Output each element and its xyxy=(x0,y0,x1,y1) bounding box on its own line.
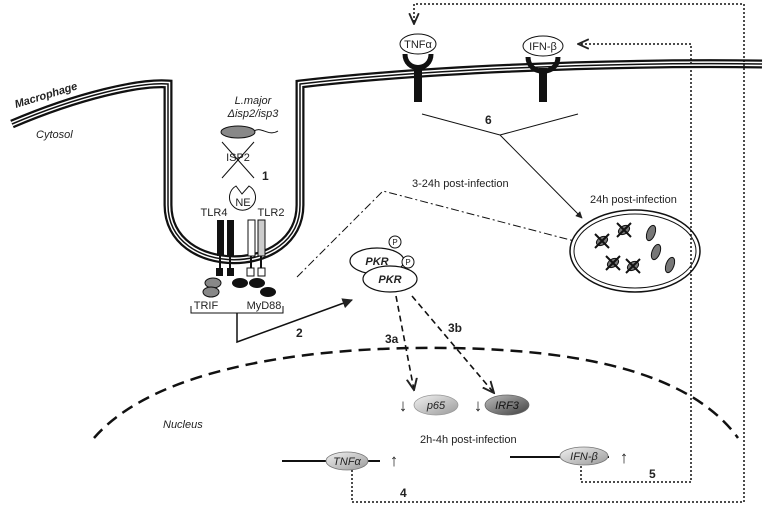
p65-label: p65 xyxy=(426,400,446,412)
pkr-complex: PKR P PKR P xyxy=(349,235,418,293)
step-1-label: 1 xyxy=(262,169,269,183)
ifnb-receptor-label: IFN-β xyxy=(529,41,557,53)
pkr-top-phospho: P xyxy=(392,238,397,247)
arrow-2 xyxy=(236,298,353,344)
dead-parasites xyxy=(594,222,641,274)
step-3a-label: 3a xyxy=(385,332,399,346)
tlr2-label: TLR2 xyxy=(258,207,285,219)
step-4-label: 4 xyxy=(400,486,407,500)
post-24h-label: 24h post-infection xyxy=(590,194,677,206)
tnfa-gene-label: TNFα xyxy=(333,456,361,468)
parasite-strain: Δisp2/isp3 xyxy=(227,108,280,120)
ifnb-feedback-line xyxy=(578,44,692,483)
trif-adaptors xyxy=(202,277,222,298)
p65-down-arrow: ↓ xyxy=(399,396,408,415)
dashdot-line xyxy=(296,190,583,278)
arrow-3b xyxy=(411,295,494,393)
irf3-protein: IRF3 xyxy=(484,394,530,416)
step-5-label: 5 xyxy=(649,467,656,481)
ifnb-gene: IFN-β xyxy=(510,446,609,466)
tlr4-receptor xyxy=(216,220,234,276)
tlr2-receptor xyxy=(246,219,266,277)
irf3-label: IRF3 xyxy=(495,400,520,412)
p65-protein: p65 xyxy=(413,394,459,416)
tnfa-feedback-line xyxy=(351,3,745,503)
tnfa-receptor: TNFα xyxy=(399,33,437,102)
tnfa-receptor-label: TNFα xyxy=(404,39,432,51)
pkr-bottom-label: PKR xyxy=(378,274,401,286)
isp2-label: ISP2 xyxy=(226,152,250,164)
step-6-lines xyxy=(421,113,583,219)
post-3-24h-label: 3-24h post-infection xyxy=(412,178,509,190)
ifnb-up-arrow: ↑ xyxy=(620,448,629,467)
live-parasites xyxy=(645,224,676,274)
tlr4-label: TLR4 xyxy=(201,207,228,219)
isp2-crossed: ISP2 xyxy=(221,141,255,179)
trif-label: TRIF xyxy=(194,300,219,312)
pkr-top-label: PKR xyxy=(365,256,388,268)
myd88-label: MyD88 xyxy=(247,300,282,312)
step-2-label: 2 xyxy=(296,326,303,340)
ne-label: NE xyxy=(235,197,250,209)
step-6-label: 6 xyxy=(485,113,492,127)
neutrophil-elastase: NE xyxy=(229,185,256,211)
myd88-adaptors xyxy=(232,278,276,297)
pkr-bottom-phospho: P xyxy=(405,258,410,267)
ifnb-gene-label: IFN-β xyxy=(570,451,598,463)
step-3b-label: 3b xyxy=(448,321,462,335)
tnfa-up-arrow: ↑ xyxy=(390,451,399,470)
parasite-name: L.major xyxy=(235,95,273,107)
ifnb-receptor: IFN-β xyxy=(522,35,564,102)
cytosol-label: Cytosol xyxy=(36,129,73,141)
parasite: L.major Δisp2/isp3 xyxy=(220,95,280,139)
nucleus-label: Nucleus xyxy=(163,419,203,431)
macrophage-membrane xyxy=(10,59,763,265)
nucleus-envelope xyxy=(93,346,740,439)
phagosome xyxy=(569,209,701,293)
irf3-down-arrow: ↓ xyxy=(474,396,483,415)
tnfa-gene: TNFα xyxy=(282,451,380,471)
post-2-4h-label: 2h-4h post-infection xyxy=(420,434,517,446)
arrow-3a xyxy=(395,295,414,390)
